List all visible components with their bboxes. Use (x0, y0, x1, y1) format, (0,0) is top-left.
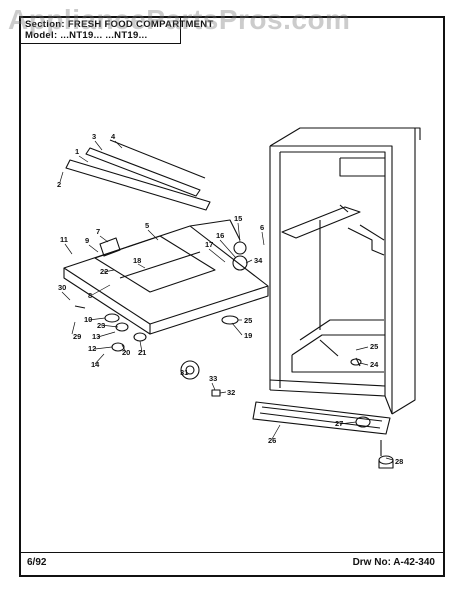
callout-3: 3 (92, 132, 96, 141)
section-title: Section: FRESH FOOD COMPARTMENT (25, 19, 214, 30)
callout-24: 24 (370, 360, 379, 369)
callout-13: 13 (92, 332, 100, 341)
leveling-leg (378, 440, 394, 469)
callout-11: 11 (60, 235, 68, 244)
callout-25a: 25 (244, 316, 252, 325)
callout-25b: 25 (370, 342, 378, 351)
callout-15: 15 (234, 214, 242, 223)
callout-29: 29 (73, 332, 81, 341)
control-housing (63, 219, 269, 335)
footer-divider (21, 552, 443, 553)
callout-22: 22 (100, 267, 108, 276)
cabinet-drawing (269, 127, 421, 415)
callout-1: 1 (75, 147, 79, 156)
revision-date: 6/92 (27, 557, 47, 568)
callout-33: 33 (209, 374, 217, 383)
callout-8: 8 (88, 291, 92, 300)
callout-21: 21 (138, 348, 146, 357)
callout-31: 31 (180, 368, 188, 377)
callout-19: 19 (244, 331, 252, 340)
kick-plate-grille (252, 401, 391, 435)
callout-5: 5 (145, 221, 149, 230)
callout-4: 4 (111, 132, 116, 141)
top-rail (65, 139, 211, 211)
callout-18: 18 (133, 256, 141, 265)
drawing-number: Drw No: A-42-340 (352, 557, 435, 568)
callout-14: 14 (91, 360, 100, 369)
model-title: Model: ...NT19... ...NT19... (25, 30, 148, 41)
drawing-frame: Section: FRESH FOOD COMPARTMENT Model: .… (19, 16, 445, 577)
callout-30: 30 (58, 283, 66, 292)
callout-10: 10 (84, 315, 92, 324)
callout-16: 16 (216, 231, 224, 240)
callout-2: 2 (57, 180, 61, 189)
callout-17: 17 (205, 240, 213, 249)
knob-31 (180, 360, 200, 380)
callout-12: 12 (88, 344, 96, 353)
callout-32: 32 (227, 388, 235, 397)
callout-7: 7 (96, 227, 100, 236)
callout-26: 26 (268, 436, 276, 445)
callout-28: 28 (395, 457, 403, 466)
callout-34: 34 (254, 256, 263, 265)
callout-27: 27 (335, 419, 343, 428)
callout-6: 6 (260, 223, 264, 232)
callout-9: 9 (85, 236, 89, 245)
callout-20: 20 (122, 348, 130, 357)
title-block: Section: FRESH FOOD COMPARTMENT Model: .… (21, 18, 213, 44)
callout-23: 23 (97, 321, 105, 330)
